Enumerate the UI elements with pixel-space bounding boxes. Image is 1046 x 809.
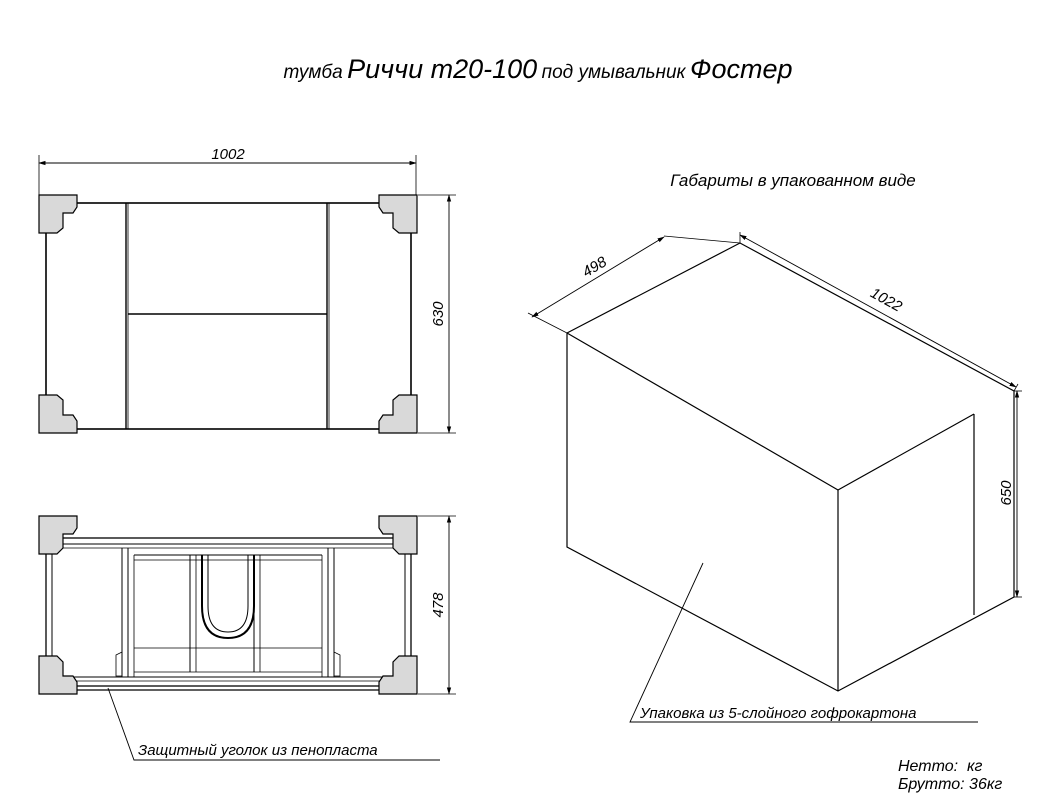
package-material-note: Упаковка из 5-слойного гофрокартона <box>639 705 916 722</box>
title-part3: под умывальник <box>542 62 687 83</box>
corner-note: Защитный уголок из пенопласта <box>138 742 378 759</box>
package-width-label: 1022 <box>867 285 905 316</box>
front-height-label: 630 <box>430 301 447 327</box>
front-view: 1002 630 <box>38 146 456 434</box>
corner-protector <box>38 655 78 695</box>
package-height-label: 650 <box>998 480 1015 506</box>
corner-protector <box>38 515 78 555</box>
corner-protector <box>378 655 418 695</box>
package-box <box>566 242 1015 692</box>
title-part2: Риччи т20-100 <box>347 54 537 84</box>
package-depth-label: 498 <box>580 253 611 281</box>
top-view: 478 <box>38 515 456 761</box>
title-part1: тумба <box>283 62 342 83</box>
title: тумба Риччи т20-100 под умывальник Фосте… <box>283 54 792 84</box>
corner-protector <box>378 394 418 434</box>
front-width-label: 1002 <box>211 146 245 163</box>
corner-protector <box>378 515 418 555</box>
title-part4: Фостер <box>690 54 793 84</box>
corner-protector <box>378 194 418 234</box>
package-heading: Габариты в упакованном виде <box>670 171 916 190</box>
net-weight: Нетто: кг <box>898 758 983 775</box>
top-depth-label: 478 <box>430 592 447 618</box>
package-view: Габариты в упакованном виде 498 1022 650… <box>527 171 1022 723</box>
corner-protector <box>38 194 78 234</box>
weights: Нетто: кг Брутто: 36кг <box>898 758 1002 793</box>
corner-protector <box>38 394 78 434</box>
gross-weight: Брутто: 36кг <box>898 776 1002 793</box>
